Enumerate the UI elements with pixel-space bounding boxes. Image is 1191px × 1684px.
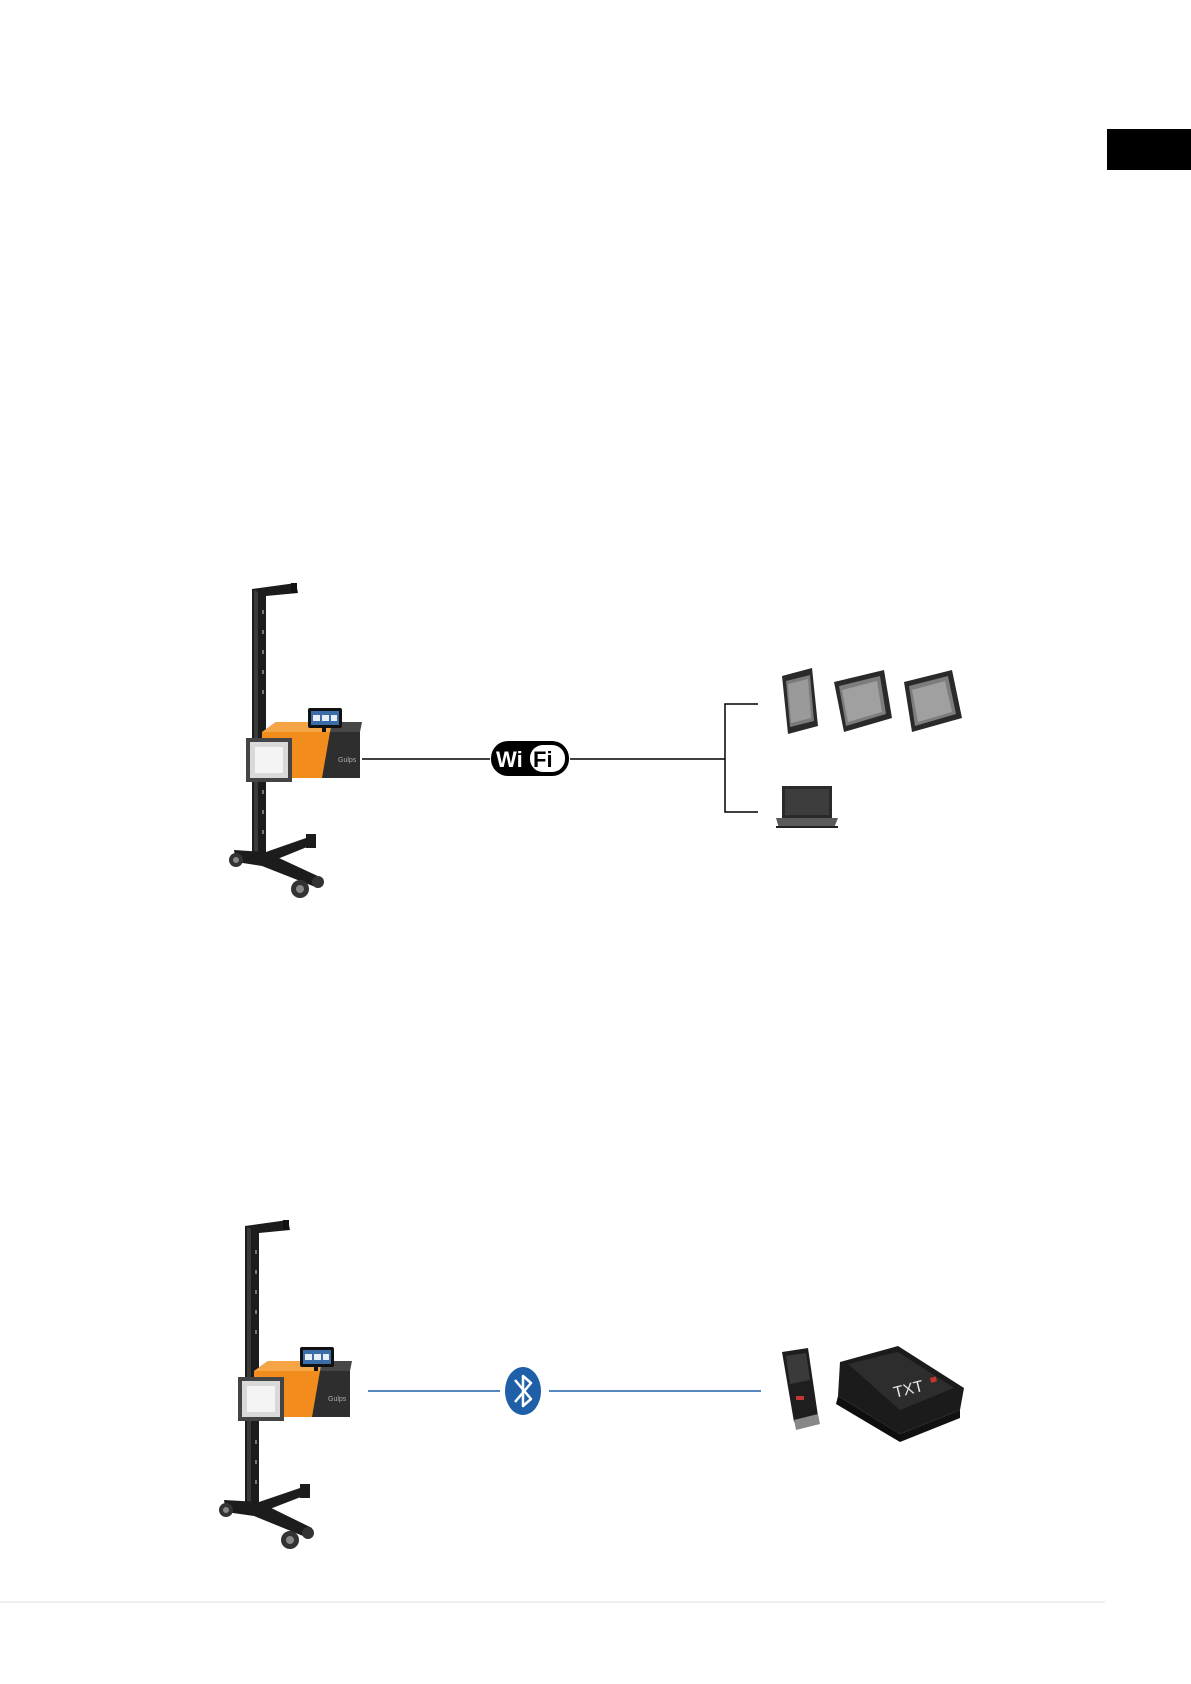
- tablet-icon: [782, 668, 818, 734]
- vci-dongle-icon: [782, 1348, 820, 1430]
- headlight-tester-icon: Gulps: [229, 583, 362, 898]
- bluetooth-connection-diagram: Gulps TXT: [0, 1205, 1000, 1555]
- tablet-icon: [904, 670, 962, 732]
- section-tab: [1107, 129, 1191, 170]
- svg-text:Fi: Fi: [533, 747, 553, 772]
- bluetooth-icon: [505, 1367, 541, 1415]
- svg-text:Wi: Wi: [496, 747, 523, 772]
- diagnostic-interface-icon: TXT: [836, 1346, 964, 1442]
- headlight-tester-icon: Gulps: [219, 1220, 352, 1549]
- wifi-logo-icon: Wi Fi: [491, 741, 569, 776]
- wifi-connection-diagram: Gulps Wi Fi: [0, 570, 1000, 910]
- footer-divider: [0, 1601, 1105, 1603]
- laptop-icon: [776, 786, 838, 828]
- svg-text:Gulps: Gulps: [328, 1396, 347, 1403]
- tablet-icon: [834, 670, 892, 732]
- svg-text:Gulps: Gulps: [338, 757, 357, 764]
